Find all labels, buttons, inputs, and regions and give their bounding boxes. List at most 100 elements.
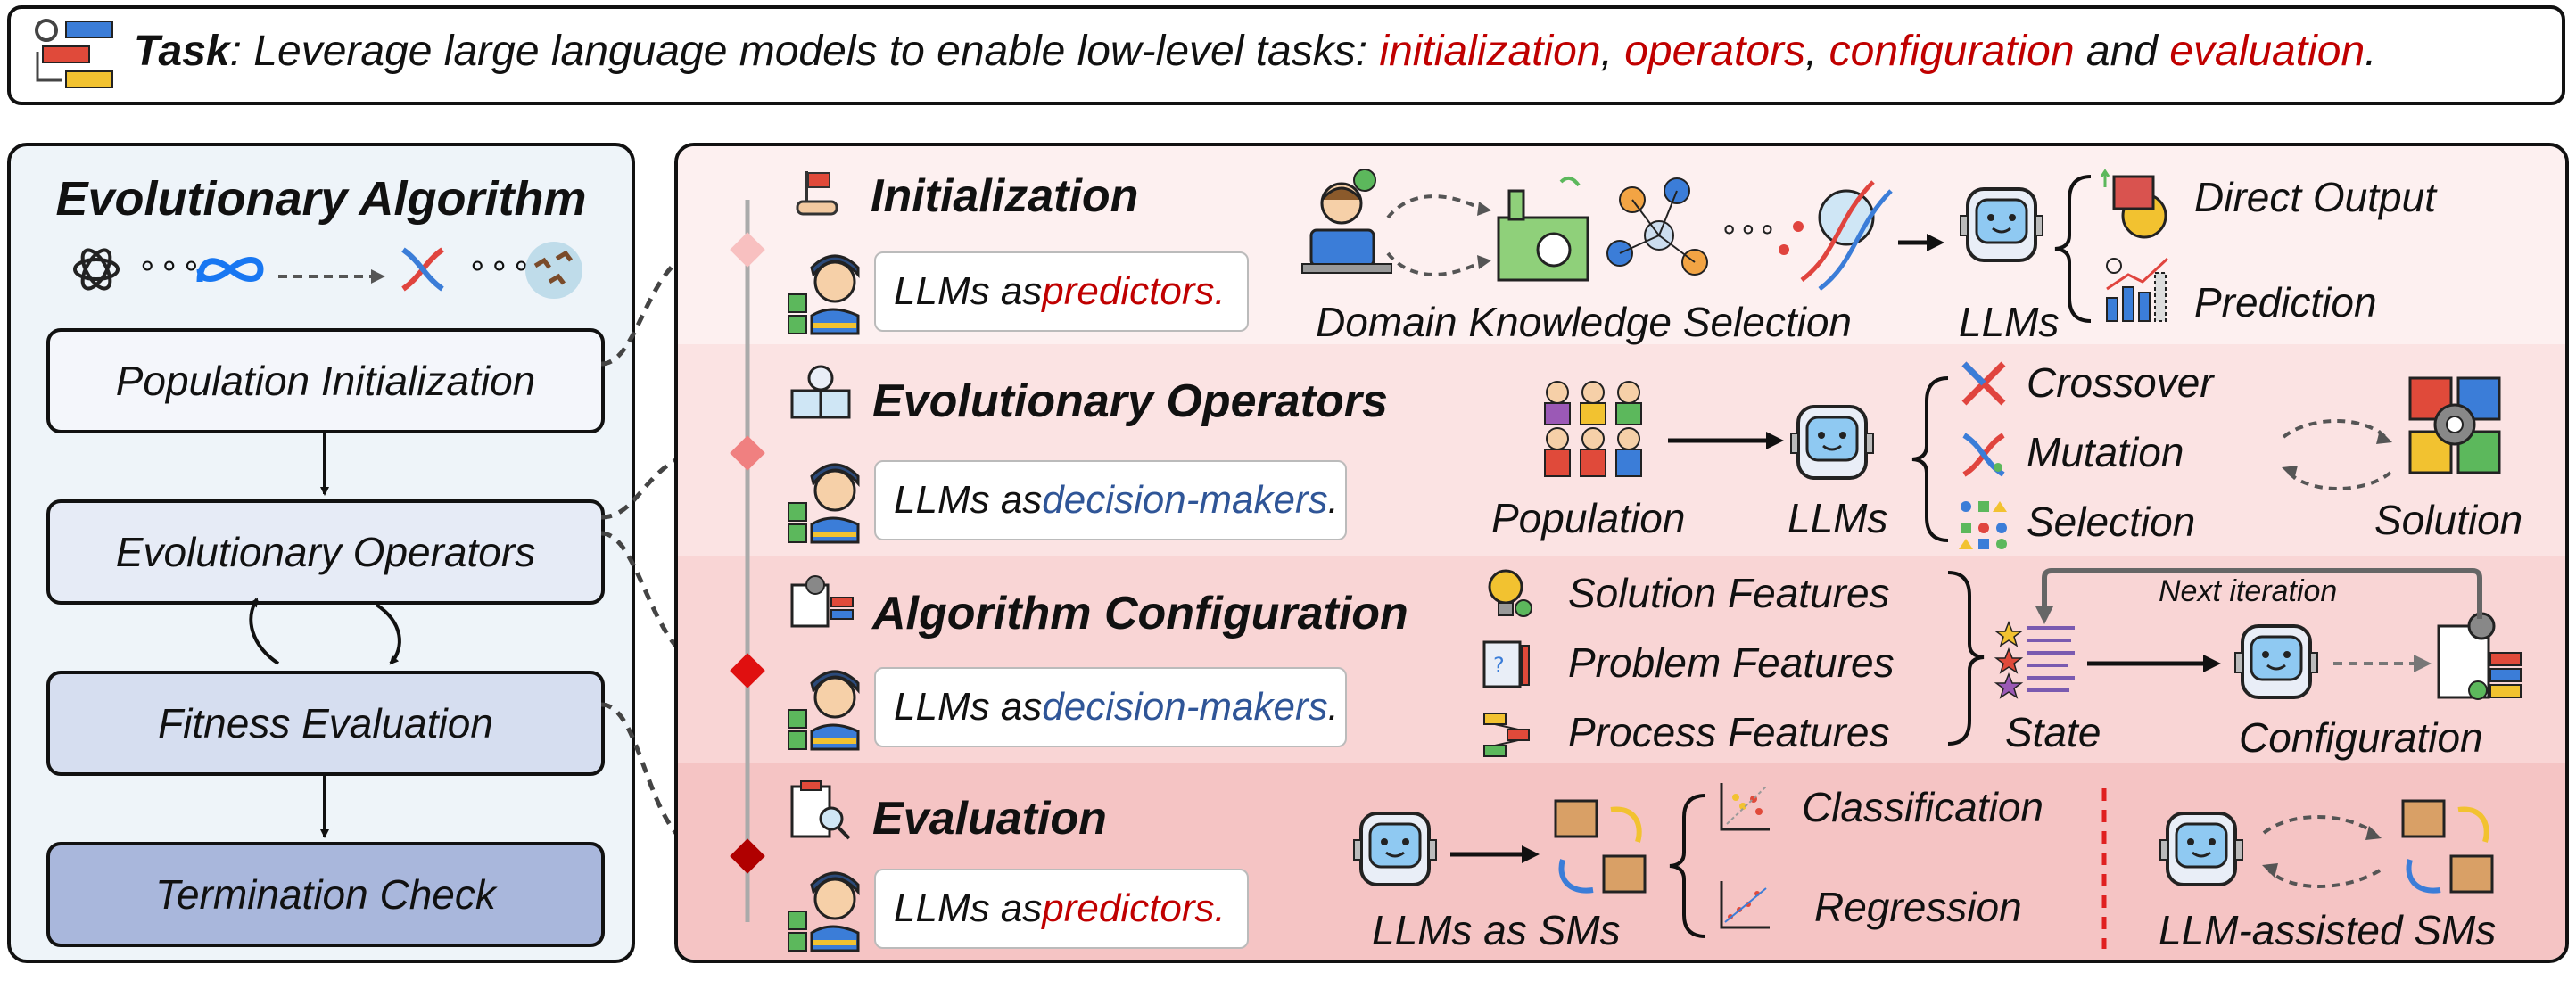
role-text: decision-makers	[1042, 478, 1328, 522]
direct-output-label: Direct Output	[2194, 174, 2436, 220]
ellipsis: ∘∘∘	[137, 246, 203, 283]
role-end: .	[1327, 685, 1339, 729]
flag-hand-icon	[796, 171, 838, 216]
regression-chart-icon	[1720, 881, 1770, 929]
step-evolutionary-operators[interactable]: Evolutionary Operators	[46, 499, 605, 605]
process-features-label: Process Features	[1568, 709, 1890, 755]
arrow-right	[2087, 655, 2221, 672]
domain-knowledge-text: Domain Knowledge Selection	[1316, 299, 1852, 345]
role-text: predictors	[1042, 269, 1215, 313]
boxes-icon	[2401, 799, 2494, 894]
arrow-right	[1450, 845, 1540, 863]
next-iteration-arrow	[2035, 568, 2482, 624]
brace	[1947, 571, 1985, 746]
meta-icon	[196, 257, 264, 283]
role-prefix: LLMs as	[894, 886, 1043, 930]
person-avatar	[788, 670, 860, 751]
cycle-arrows	[2282, 419, 2392, 490]
config-document-icon	[2437, 612, 2522, 700]
birds-icon	[525, 242, 582, 299]
arrow-right	[1668, 432, 1784, 449]
document-gear-icon	[790, 575, 854, 628]
configuration-label: Configuration	[2239, 714, 2483, 761]
brace	[1669, 794, 1706, 938]
task-separator: ,	[1805, 28, 1829, 75]
openai-icon	[73, 248, 120, 291]
role-bubble-initialization: LLMs as predictors.	[874, 251, 1249, 332]
task-list-icon	[35, 19, 113, 88]
problem-features-label: Problem Features	[1568, 639, 1895, 686]
task-and: and	[2074, 28, 2170, 75]
box-gear-icon	[2100, 169, 2167, 239]
role-bubble-configuration: LLMs as decision-makers.	[874, 667, 1347, 747]
svg-text:∘∘∘: ∘∘∘	[1720, 211, 1777, 247]
llms-as-sms-label: LLMs as SMs	[1372, 907, 1621, 953]
section-title-initialization: Initialization	[871, 170, 1139, 222]
prediction-label: Prediction	[2194, 279, 2377, 326]
llm-robot-icon	[1353, 812, 1437, 886]
clipboard-search-icon	[790, 780, 851, 840]
dashed-arrow-right	[278, 269, 385, 284]
svg-text:?: ?	[1493, 653, 1505, 678]
task-item-operators: operators	[1624, 28, 1805, 75]
llms-label: LLMs	[1959, 299, 2060, 345]
ellipsis: ∘∘∘	[467, 246, 533, 283]
state-label: State	[2005, 709, 2101, 755]
evolutionary-algorithm-panel: Evolutionary Algorithm ∘∘∘ ∘∘∘ Populatio…	[7, 143, 635, 963]
growth-chart-icon	[2106, 257, 2169, 322]
llms-label: LLMs	[1788, 495, 1888, 541]
role-text: predictors	[1042, 886, 1215, 930]
step-label: Evolutionary Operators	[115, 529, 536, 575]
step-termination-check[interactable]: Termination Check	[46, 842, 605, 947]
person-avatar	[788, 871, 860, 952]
domain-knowledge-diagram: ∘∘∘	[1301, 169, 1944, 291]
process-flow-icon	[1483, 713, 1530, 757]
population-label: Population	[1491, 495, 1686, 541]
llm-assisted-sms-label: LLM-assisted SMs	[2159, 907, 2497, 953]
dashed-arrow-right	[2333, 655, 2432, 672]
step-label: Fitness Evaluation	[158, 700, 493, 746]
role-prefix: LLMs as	[894, 269, 1043, 313]
role-prefix: LLMs as	[894, 478, 1043, 522]
mutation-icon	[1962, 433, 2005, 477]
problem-board-icon: ?	[1482, 640, 1530, 688]
selection-label: Selection	[2027, 499, 2196, 545]
person-avatar	[788, 463, 860, 544]
section-title-configuration: Algorithm Configuration	[872, 588, 1408, 639]
panel-title: Evolutionary Algorithm	[55, 172, 587, 226]
role-bubble-evaluation: LLMs as predictors.	[874, 869, 1249, 949]
role-end: .	[1214, 269, 1226, 313]
puzzle-gear-icon	[2408, 376, 2501, 474]
boxes-icon	[1554, 799, 1647, 894]
role-bubble-operators: LLMs as decision-makers.	[874, 460, 1347, 540]
crossover-label: Crossover	[2027, 359, 2214, 406]
mutation-label: Mutation	[2027, 429, 2184, 475]
step-label: Termination Check	[155, 871, 496, 918]
llm-robot-icon	[1960, 187, 2043, 262]
solution-features-label: Solution Features	[1568, 570, 1890, 616]
next-iteration-label: Next iteration	[2159, 574, 2338, 608]
step-fitness-evaluation[interactable]: Fitness Evaluation	[46, 671, 605, 776]
dna-icon	[401, 247, 444, 292]
task-item-configuration: configuration	[1829, 28, 2075, 75]
state-stars-icon	[1994, 620, 2075, 699]
selection-icon	[1959, 501, 2007, 549]
task-label: Task	[134, 28, 230, 75]
step-population-initialization[interactable]: Population Initialization	[46, 328, 605, 433]
role-end: .	[1327, 478, 1339, 522]
role-end: .	[1214, 886, 1226, 930]
person-avatar	[788, 254, 860, 335]
brace	[2054, 175, 2092, 323]
task-separator: ,	[1600, 28, 1625, 75]
llm-tasks-panel: Initialization LLMs as predictors.	[674, 143, 2569, 963]
role-text: decision-makers	[1042, 685, 1328, 729]
classification-label: Classification	[1802, 784, 2043, 830]
llm-robot-icon	[1790, 405, 1874, 480]
crossover-icon	[1961, 361, 2006, 406]
role-prefix: LLMs as	[894, 685, 1043, 729]
llm-robot-icon	[2234, 624, 2318, 699]
population-icon	[1544, 381, 1642, 477]
timeline	[730, 200, 765, 922]
brace	[1911, 376, 1949, 542]
task-bar	[7, 5, 2565, 105]
